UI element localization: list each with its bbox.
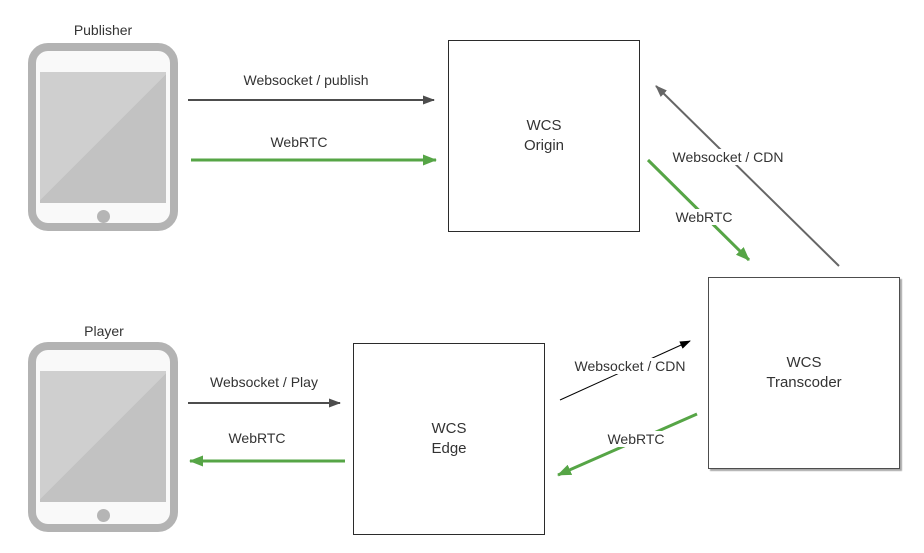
node-wcs-edge: WCS Edge [353,343,545,535]
tablet-home-button-icon [97,210,110,223]
wcs-transcoder-label-line1: WCS [786,354,822,371]
edge-label-websocket-publish: Websocket / publish [240,72,372,88]
wcs-origin-label-line2: Origin [523,137,564,154]
wcs-transcoder-label-line2: Transcoder [766,374,842,391]
tablet-screen [40,72,166,203]
node-wcs-origin: WCS Origin [448,40,640,232]
player-label: Player [84,323,124,339]
wcs-origin-label-line1: WCS [526,117,562,134]
tablet-screen [40,371,166,502]
publisher-label: Publisher [73,22,133,38]
edge-label-webrtc-origin-transcoder: WebRTC [672,209,736,225]
tablet-home-button-icon [97,509,110,522]
edge-label-websocket-cdn-origin: Websocket / CDN [669,149,787,165]
edge-label-webrtc-transcoder-edge: WebRTC [604,431,668,447]
edge-label-webrtc-play: WebRTC [225,430,289,446]
edge-label-websocket-cdn-edge: Websocket / CDN [571,358,689,374]
wcs-edge-label-line1: WCS [431,420,467,437]
node-wcs-transcoder: WCS Transcoder [708,277,900,469]
arrow-transcoder-origin-websocket-cdn [655,85,840,267]
publisher-tablet-icon [28,43,178,231]
edge-label-websocket-play: Websocket / Play [207,374,321,390]
player-tablet-icon [28,342,178,532]
wcs-edge-label-line2: Edge [431,440,467,457]
edge-label-webrtc-publish: WebRTC [267,134,331,150]
